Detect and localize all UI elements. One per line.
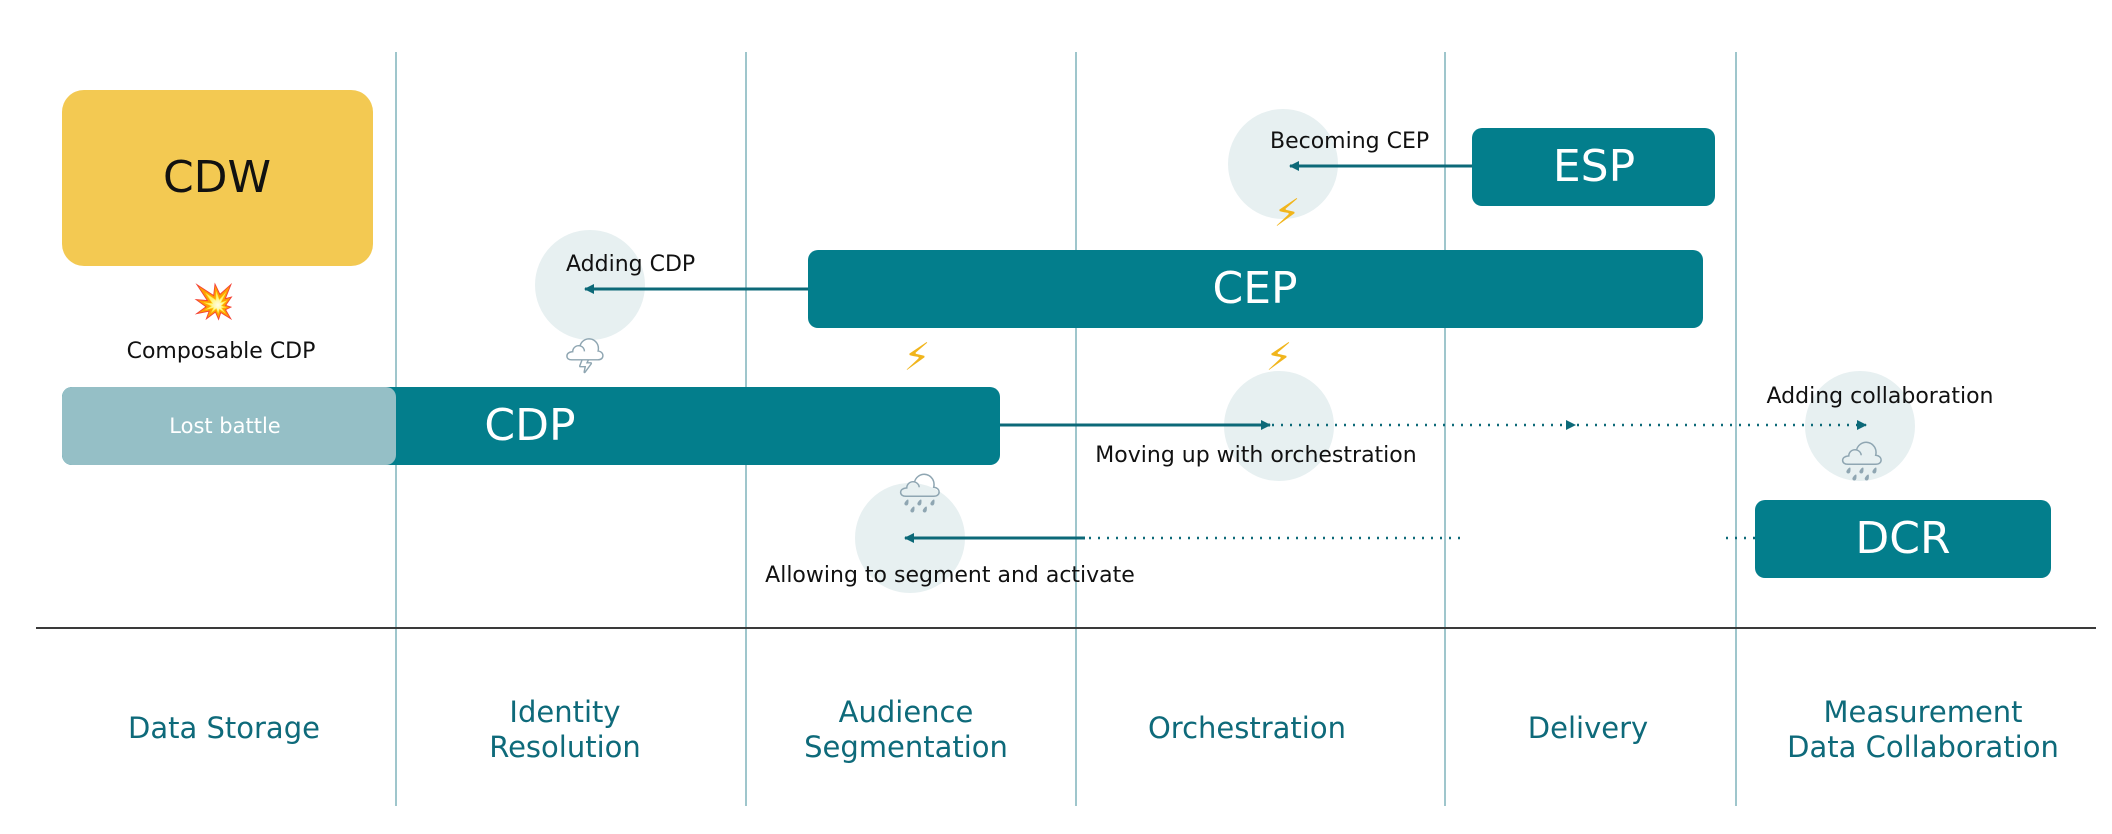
adding-collaboration-label: Adding collaboration	[1767, 384, 1994, 409]
cloud-lightning-icon: 🌩	[562, 336, 608, 377]
adding-cdp-label: Adding CDP	[566, 252, 695, 277]
circle-moving-up	[1224, 371, 1334, 481]
column-separators	[395, 52, 1737, 806]
category-measurement-line1: Measurement	[1823, 695, 2022, 729]
composable-cdp-label: Composable CDP	[127, 339, 316, 364]
circle-adding-cdp	[535, 230, 645, 340]
category-delivery: Delivery	[1528, 711, 1648, 745]
esp-label: ESP	[1553, 141, 1635, 192]
cloud-rain-icon: 🌧	[1838, 439, 1886, 483]
category-labels: Data Storage Identity Resolution Audienc…	[128, 695, 2059, 764]
allowing-segment-label: Allowing to segment and activate	[765, 563, 1135, 588]
category-measurement-line2: Data Collaboration	[1787, 730, 2059, 764]
category-identity-resolution-line1: Identity	[509, 695, 620, 729]
category-data-storage: Data Storage	[128, 711, 320, 745]
arrows	[584, 161, 1867, 543]
cdp-label: CDP	[484, 400, 575, 451]
category-orchestration: Orchestration	[1148, 711, 1346, 745]
lightning-icon: ⚡	[1274, 191, 1301, 235]
becoming-cep-label: Becoming CEP	[1270, 129, 1429, 154]
lost-battle-label: Lost battle	[169, 414, 280, 438]
lightning-icon: ⚡	[904, 335, 931, 379]
lost-battle-segment	[62, 387, 396, 465]
category-identity-resolution-line2: Resolution	[489, 730, 641, 764]
category-audience-segmentation-line1: Audience	[839, 695, 974, 729]
lightning-icon: ⚡	[1266, 335, 1293, 379]
cdw-label: CDW	[163, 152, 271, 203]
circle-becoming-cep	[1228, 109, 1338, 219]
cep-label: CEP	[1212, 263, 1297, 314]
dcr-label: DCR	[1855, 513, 1950, 564]
esp-box	[1472, 128, 1715, 206]
explosion-icon: 💥	[193, 282, 235, 322]
cloud-rain-icon: 🌧	[896, 471, 944, 515]
dcr-box	[1755, 500, 2051, 578]
moving-up-label: Moving up with orchestration	[1095, 443, 1416, 468]
cep-box	[808, 250, 1703, 328]
category-audience-segmentation-line2: Segmentation	[804, 730, 1008, 764]
cdw-box	[62, 90, 373, 266]
